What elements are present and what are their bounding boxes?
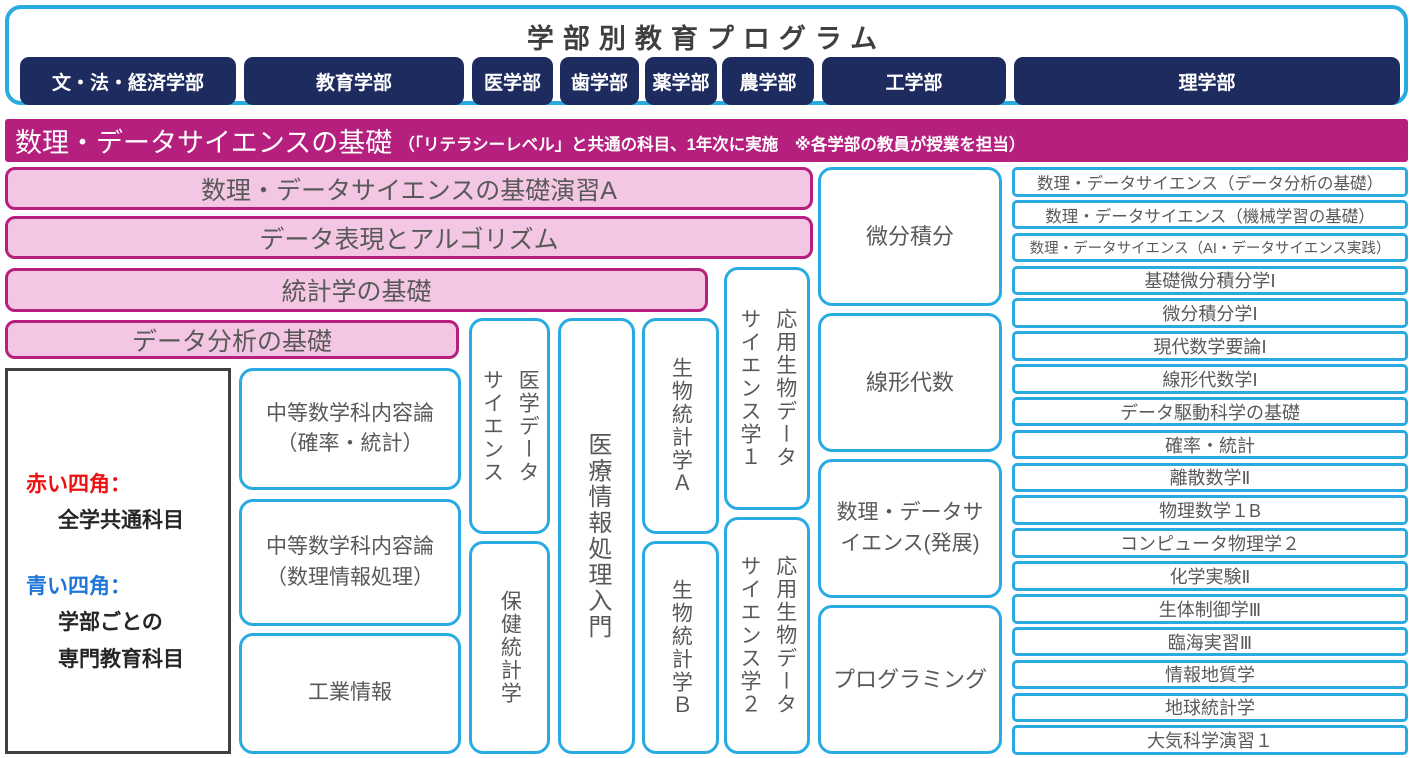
science-course-item: 微分積分学Ⅰ <box>1012 298 1408 328</box>
course-box-medical-data-science: 医学データ サイエンス <box>469 318 550 534</box>
science-course-item: 物理数学１B <box>1012 495 1408 525</box>
legend-red-label: 赤い四角： <box>26 473 131 496</box>
course-box-secondary-math-probability-statistics: 中等数学科内容論 （確率・統計） <box>239 368 461 490</box>
course-box-industrial-information: 工業情報 <box>239 633 461 754</box>
course-row-basic-seminar-a: 数理・データサイエンスの基礎演習A <box>5 167 813 210</box>
course-box-applied-bio-data-science-1: 応用生物データ サイエンス学１ <box>724 267 810 510</box>
science-course-item: 基礎微分積分学Ⅰ <box>1012 265 1408 296</box>
science-course-item: 数理・データサイエンス（機械学習の基礎） <box>1012 199 1408 230</box>
science-course-item: 大気科学演習１ <box>1012 725 1408 755</box>
legend-blue-label: 青い四角： <box>26 575 131 598</box>
science-course-item: 線形代数学Ⅰ <box>1012 364 1408 394</box>
faculty-button-agriculture[interactable]: 農学部 <box>722 57 814 105</box>
science-course-item: 臨海実習Ⅲ <box>1012 626 1408 657</box>
faculty-button-pharmacy[interactable]: 薬学部 <box>645 57 717 105</box>
course-box-medical-info-processing-intro: 医療情報処理入門 <box>558 318 635 754</box>
science-course-list: 数理・データサイエンス（データ分析の基礎） 数理・データサイエンス（機械学習の基… <box>1012 167 1408 755</box>
science-course-item: 現代数学要論Ⅰ <box>1012 331 1408 361</box>
course-box-linear-algebra: 線形代数 <box>818 313 1002 452</box>
science-course-item: 地球統計学 <box>1012 692 1408 723</box>
science-course-item: 生体制御学Ⅲ <box>1012 593 1408 624</box>
science-course-item: 数理・データサイエンス（AI・データサイエンス実践） <box>1012 232 1408 263</box>
science-course-item: データ駆動科学の基礎 <box>1012 396 1408 427</box>
header-frame: 学部別教育プログラム 文・法・経済学部 教育学部 医学部 歯学部 薬学部 農学部… <box>5 5 1408 105</box>
banner-title: 数理・データサイエンスの基礎 <box>15 128 393 158</box>
science-course-item: 情報地質学 <box>1012 659 1408 690</box>
course-box-biostatistics-a: 生物統計学Ａ <box>642 318 719 534</box>
science-course-item: コンピュータ物理学２ <box>1012 528 1408 558</box>
science-course-item: 数理・データサイエンス（データ分析の基礎） <box>1012 167 1408 197</box>
course-box-calculus: 微分積分 <box>818 167 1002 306</box>
course-box-applied-bio-data-science-2: 応用生物データ サイエンス学２ <box>724 517 810 754</box>
course-row-data-analysis-basics: データ分析の基礎 <box>5 320 459 359</box>
science-course-item: 確率・統計 <box>1012 429 1408 460</box>
faculty-button-engineering[interactable]: 工学部 <box>822 57 1006 105</box>
course-box-health-statistics: 保健統計学 <box>469 541 550 754</box>
course-box-biostatistics-b: 生物統計学Ｂ <box>642 541 719 754</box>
banner-note: （「リテラシーレベル」と共通の科目、1年次に実施 ※各学部の教員が授業を担当） <box>398 135 1026 154</box>
course-box-programming: プログラミング <box>818 605 1002 754</box>
course-row-data-representation-algorithms: データ表現とアルゴリズム <box>5 216 813 259</box>
faculty-button-science[interactable]: 理学部 <box>1014 57 1400 105</box>
legend-blue-desc: 学部ごとの 専門教育科目 <box>58 611 184 671</box>
science-course-item: 離散数学Ⅱ <box>1012 462 1408 493</box>
science-course-item: 化学実験Ⅱ <box>1012 561 1408 591</box>
basics-banner: 数理・データサイエンスの基礎 （「リテラシーレベル」と共通の科目、1年次に実施 … <box>5 119 1408 162</box>
faculty-button-medicine[interactable]: 医学部 <box>472 57 553 105</box>
legend-box: 赤い四角： 全学共通科目 青い四角： 学部ごとの 専門教育科目 <box>5 368 231 754</box>
course-row-statistics-basics: 統計学の基礎 <box>5 268 708 312</box>
course-box-secondary-math-info-processing: 中等数学科内容論 （数理情報処理） <box>239 499 461 626</box>
faculty-button-education[interactable]: 教育学部 <box>244 57 464 105</box>
page-title: 学部別教育プログラム <box>526 24 887 54</box>
faculty-button-humanities-law-economics[interactable]: 文・法・経済学部 <box>20 57 236 105</box>
faculty-button-dentistry[interactable]: 歯学部 <box>560 57 639 105</box>
course-box-math-data-science-advanced: 数理・データサ イエンス(発展) <box>818 459 1002 598</box>
legend-red-desc: 全学共通科目 <box>58 509 184 532</box>
